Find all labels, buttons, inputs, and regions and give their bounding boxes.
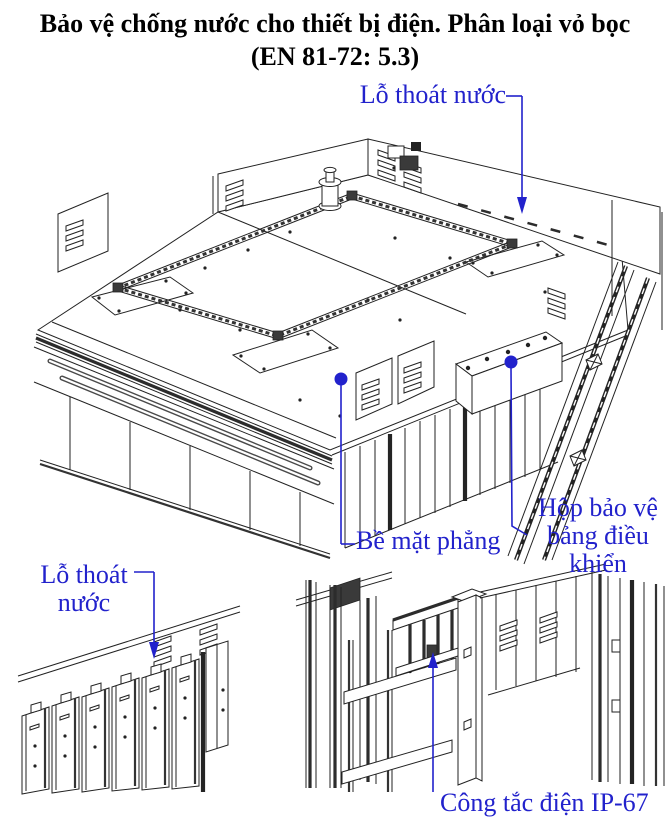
switch-detail-figure (295, 563, 665, 792)
panel-2 (51, 691, 80, 794)
point-dot-icon (334, 372, 348, 386)
drain-bottom-leader (134, 571, 159, 659)
roof-hatch-1 (90, 276, 195, 316)
rear-right-wall (367, 138, 661, 319)
corner-post (450, 588, 488, 786)
front-bracket-1 (355, 357, 393, 421)
drain-top-leader (506, 95, 527, 214)
label-ip67-switch: Công tắc điện IP-67 (440, 788, 649, 817)
main-figure (33, 138, 663, 565)
rail-clip-2 (569, 449, 587, 467)
front-left-apron (33, 333, 335, 560)
arrow-down-icon (517, 197, 527, 214)
label-drain-hole-bottom: Lỗ thoát nước (28, 561, 140, 617)
label-flat-surface: Bề mặt phẳng (356, 526, 501, 555)
switch-leader (428, 652, 438, 792)
rear-left-bracket (57, 192, 109, 273)
arrow-up-icon (428, 652, 438, 668)
ladder-rung-1 (343, 657, 457, 705)
label-control-box-line3: khiển (569, 548, 627, 578)
panel-5 (141, 663, 170, 791)
point-dot-icon (504, 355, 518, 369)
label-drain-bottom-line2: nước (57, 587, 111, 617)
equipment-boxes (387, 142, 421, 171)
detail-corner-bracket (205, 640, 229, 753)
ladder (341, 630, 457, 792)
arrow-down-icon (149, 642, 159, 659)
title-line2: (EN 81-72: 5.3) (250, 41, 420, 71)
drain-detail-figure (17, 605, 241, 795)
car-wall-right (479, 563, 665, 786)
label-control-box-line2: bảng điều (547, 520, 649, 550)
page-title: Bảo vệ chống nước cho thiết bị điện. Phâ… (0, 8, 670, 73)
balustrade-railing (112, 166, 518, 341)
label-drain-bottom-line1: Lỗ thoát (40, 560, 128, 589)
label-control-box-line1: Hộp bảo vệ (538, 493, 658, 522)
panel-3 (81, 682, 110, 793)
pulley-assembly (318, 166, 342, 211)
ladder-rung-2 (341, 739, 453, 785)
flat-surface-leader (334, 372, 355, 545)
label-drain-hole-top: Lỗ thoát nước (359, 80, 506, 109)
panel-4 (111, 672, 140, 792)
roof-hatch-2 (231, 329, 340, 374)
annotations-blue (134, 95, 528, 792)
panel-1 (21, 701, 50, 795)
drain-holes-row (457, 202, 613, 248)
rail-clip-1 (585, 353, 603, 371)
control-box-leader (504, 355, 528, 536)
title-line1: Bảo vệ chống nước cho thiết bị điện. Phâ… (39, 9, 631, 38)
front-bracket-2 (397, 340, 435, 405)
front-right-panels (331, 334, 629, 549)
guide-rails-right (507, 212, 663, 565)
control-panel-box (454, 331, 564, 416)
panel-6 (171, 653, 200, 790)
rear-walls (57, 138, 661, 319)
label-control-panel-box: Hộp bảo vệ bảng điều khiển (528, 494, 668, 577)
